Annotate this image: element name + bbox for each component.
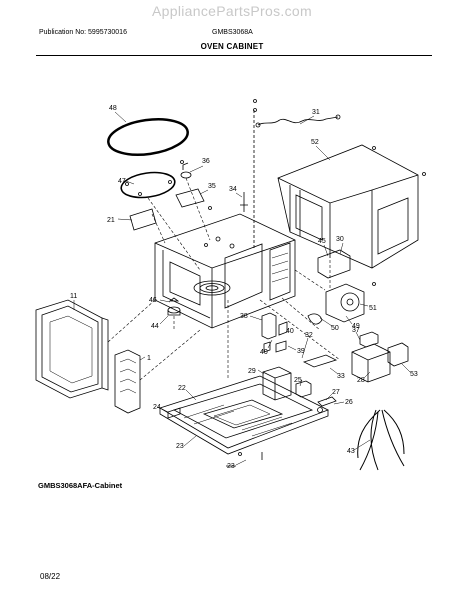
callout-28: 28 bbox=[357, 377, 365, 384]
callout-34: 34 bbox=[229, 186, 237, 193]
control-panel bbox=[114, 349, 141, 414]
oven-cavity bbox=[154, 213, 296, 329]
callout-26: 26 bbox=[345, 399, 353, 406]
callout-53: 53 bbox=[410, 371, 418, 378]
callout-27: 27 bbox=[332, 389, 340, 396]
callout-43: 43 bbox=[347, 448, 355, 455]
watermark: AppliancePartsPros.com bbox=[152, 3, 312, 19]
callout-35: 35 bbox=[208, 183, 216, 190]
callout-21: 21 bbox=[107, 217, 115, 224]
callout-49: 49 bbox=[352, 323, 360, 330]
callout-33: 33 bbox=[337, 373, 345, 380]
switch-assembly bbox=[261, 312, 277, 340]
fan-blade bbox=[307, 313, 323, 325]
callout-1: 1 bbox=[147, 355, 151, 362]
header-rule bbox=[36, 55, 432, 56]
callout-40-b: 40 bbox=[260, 349, 268, 356]
revision-date: 08/22 bbox=[40, 572, 61, 581]
callout-29: 29 bbox=[248, 368, 256, 375]
wire-bundle bbox=[357, 409, 405, 471]
callout-46: 46 bbox=[149, 297, 157, 304]
publication-number: Publication No: 5995730016 bbox=[39, 29, 127, 36]
callout-11: 11 bbox=[70, 293, 77, 300]
diode bbox=[302, 354, 338, 368]
bracket-53 bbox=[387, 342, 409, 367]
diagram-caption: GMBS3068AFA-Cabinet bbox=[38, 481, 123, 490]
callout-52: 52 bbox=[311, 139, 319, 146]
roller-support bbox=[120, 171, 176, 199]
callout-51: 51 bbox=[369, 305, 377, 312]
callout-25: 25 bbox=[294, 377, 302, 384]
capacitor bbox=[262, 366, 292, 401]
model-number: GMBS3068A bbox=[212, 29, 253, 36]
callout-23-a: 23 bbox=[176, 443, 184, 450]
waveguide-cover bbox=[129, 208, 157, 231]
callout-48: 48 bbox=[109, 105, 117, 112]
page-title: OVEN CABINET bbox=[200, 42, 264, 51]
callout-39: 39 bbox=[297, 348, 305, 355]
callout-50: 50 bbox=[331, 325, 339, 332]
callout-30: 30 bbox=[336, 236, 344, 243]
turntable-ring bbox=[107, 118, 189, 156]
fuse-holder bbox=[317, 249, 351, 279]
callout-38: 38 bbox=[240, 313, 248, 320]
callout-31: 31 bbox=[312, 109, 320, 116]
callout-24: 24 bbox=[153, 404, 161, 411]
callout-45: 45 bbox=[318, 238, 326, 245]
callout-32: 32 bbox=[305, 332, 313, 339]
callout-47: 47 bbox=[118, 178, 126, 185]
wire-harness bbox=[257, 116, 339, 126]
latch bbox=[167, 306, 181, 314]
callout-40-a: 40 bbox=[286, 328, 294, 335]
callout-labels: 48 31 36 52 47 35 34 21 45 30 11 46 51 4… bbox=[70, 105, 418, 470]
callout-22: 22 bbox=[178, 385, 186, 392]
outer-cabinet bbox=[277, 144, 419, 269]
bracket bbox=[175, 188, 205, 208]
fan-motor bbox=[325, 283, 365, 323]
callout-23-b: 23 bbox=[227, 463, 235, 470]
callout-37: 37 bbox=[352, 327, 360, 334]
callout-44: 44 bbox=[151, 323, 159, 330]
coupler bbox=[180, 171, 192, 179]
callout-36: 36 bbox=[202, 158, 210, 165]
